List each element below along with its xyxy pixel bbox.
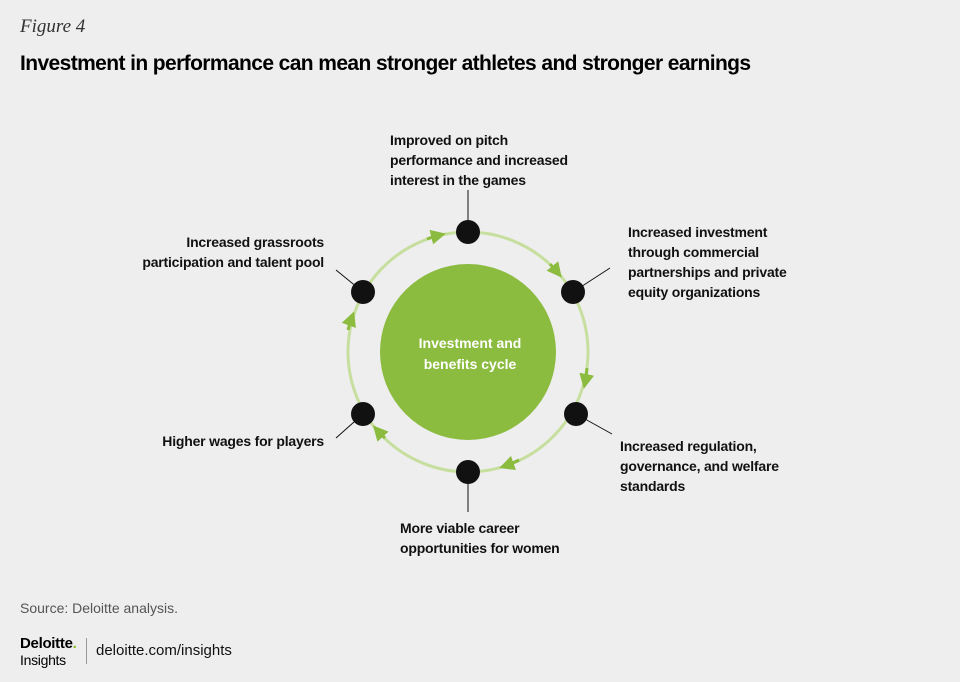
footer-divider	[86, 638, 87, 664]
cycle-node-3	[564, 402, 588, 426]
cycle-node-2	[561, 280, 585, 304]
figure-label: Figure 4	[20, 16, 86, 37]
node-label-4: More viable career opportunities for wom…	[400, 520, 560, 556]
cycle-arrow-4	[499, 455, 520, 471]
logo-sub: Insights	[20, 652, 66, 668]
logo-name: Deloitte	[20, 635, 73, 652]
site-link[interactable]: deloitte.com/insights	[96, 642, 232, 659]
node-label-5: Higher wages for players	[162, 433, 324, 449]
cycle-arrow-5	[372, 425, 389, 442]
cycle-arrow-1	[426, 229, 446, 245]
node-label-2: Increased investment through commercial …	[628, 224, 787, 300]
cycle-node-5	[351, 402, 375, 426]
cycle-node-6	[351, 280, 375, 304]
cycle-arrow-2	[546, 261, 562, 278]
deloitte-insights-logo: Deloitte. Insights	[20, 635, 77, 669]
node-label-1: Improved on pitch performance and increa…	[390, 132, 568, 188]
logo-dot: .	[72, 635, 77, 652]
chart-title: Investment in performance can mean stron…	[20, 52, 751, 75]
cycle-arrow-3	[579, 367, 595, 389]
cycle-node-4	[456, 460, 480, 484]
cycle-nodes	[351, 220, 588, 484]
cycle-arrows	[341, 229, 595, 471]
center-label: Investment and benefits cycle	[418, 335, 522, 372]
cycle-node-1	[456, 220, 480, 244]
cycle-arrow-6	[341, 311, 356, 331]
source-note: Source: Deloitte analysis.	[20, 600, 178, 616]
node-label-3: Increased regulation, governance, and we…	[620, 438, 779, 494]
node-label-6: Increased grassroots participation and t…	[142, 234, 324, 270]
center-circle	[380, 264, 556, 440]
